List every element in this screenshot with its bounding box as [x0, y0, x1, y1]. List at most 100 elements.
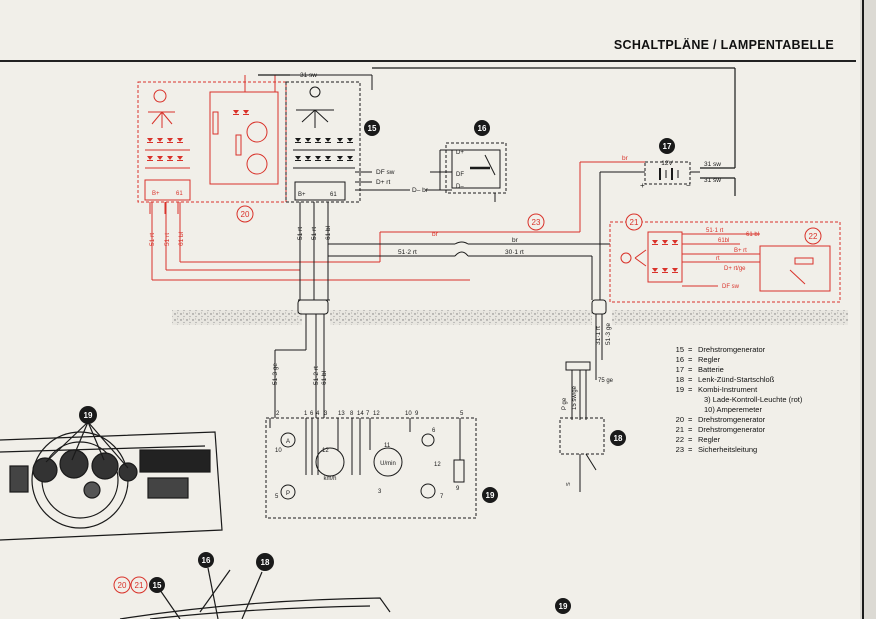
wire-label-301rt: 30·1 rt: [505, 249, 524, 256]
legend-subrow: 3) Lade-Kontroll-Leuchte (rot): [672, 395, 802, 405]
legend-eq: =: [688, 365, 693, 374]
battery-voltage: 12V: [661, 160, 673, 167]
kombi-pin: 10: [405, 411, 412, 417]
kombi-pin: 9: [415, 411, 419, 417]
kombi-pin: 5: [460, 411, 464, 417]
legend-num: 18: [675, 375, 684, 384]
callout-23: 23: [532, 218, 541, 227]
reg21-l2: 61bl: [718, 238, 729, 244]
wire-label-pge: P ge: [562, 397, 568, 410]
wire-label-513ge-b: 51·3 ge: [605, 323, 612, 345]
kombi-pin: 7: [366, 411, 370, 417]
reg21-l1: 51·1 rt: [706, 228, 724, 234]
binding-line: [862, 0, 864, 619]
kombi-g12b: 12: [434, 462, 441, 468]
callout-15: 15: [368, 124, 377, 133]
callout-20: 20: [241, 210, 250, 219]
kombi-g5: 5: [275, 494, 279, 500]
reg16-df: DF: [456, 172, 464, 178]
callout-18b: 18: [261, 558, 270, 567]
floor-band-right: [612, 310, 848, 325]
reg21-t1: 61 bl: [746, 232, 759, 238]
legend-num: 20: [675, 415, 684, 424]
callout-16b-circle: [198, 552, 214, 568]
callout-21: 21: [630, 218, 639, 227]
callout-15-circle: [364, 120, 380, 136]
kombi-pin: 14: [357, 411, 364, 417]
reg21-l6: DF sw: [722, 284, 740, 290]
wire-label-75ge: 75 ge: [598, 378, 614, 384]
wire-label-51rt-b: 51 rt: [164, 233, 171, 246]
wire-label-15swge: 15 sw/ge: [572, 385, 578, 410]
callout-15b: 15: [153, 581, 162, 590]
generator-21: [609, 221, 841, 303]
legend-eq: =: [688, 375, 693, 384]
wire-label-df-sw: DF sw: [376, 169, 395, 176]
callout-19c: 19: [559, 602, 568, 611]
callout-19c-circle: [555, 598, 571, 614]
callout-17: 17: [663, 142, 672, 151]
gen20-61-terminal: 61: [176, 191, 183, 197]
kombi-pin: 8: [350, 411, 354, 417]
engine-bay-illustration: [119, 567, 391, 619]
wire-label-51rt-a: 51 rt: [149, 233, 156, 246]
legend-text: Regler: [698, 435, 721, 444]
callout-16-circle: [474, 120, 490, 136]
legend-eq: =: [688, 435, 693, 444]
kombi-g7: 7: [440, 494, 444, 500]
ignition-lock-18: [559, 360, 605, 492]
callout-21b-circle: [130, 576, 148, 594]
legend-num: 19: [675, 385, 684, 394]
callout-22: 22: [809, 232, 818, 241]
kombi-g10: 10: [275, 448, 282, 454]
callout-19: 19: [486, 491, 495, 500]
header-rule: [0, 60, 856, 62]
kombi-g11: 11: [384, 443, 391, 449]
callout-21b: 21: [135, 581, 144, 590]
kombi-g6: 6: [432, 428, 436, 434]
gen15-61-terminal: 61: [330, 192, 337, 198]
legend-row: 20 = Drehstromgenerator: [672, 415, 802, 425]
callout-16b: 16: [202, 556, 211, 565]
legend-num: 23: [675, 445, 684, 454]
legend-row: 18 = Lenk-Zünd-Startschloß: [672, 375, 802, 385]
kombi-pin: 13: [338, 411, 345, 417]
wire-label-512rt-b: 51·2 rt: [313, 366, 320, 385]
legend-text: Drehstromgenerator: [698, 425, 766, 434]
legend-eq: =: [688, 355, 693, 364]
floor-band-left: [172, 310, 302, 325]
component-legend: 15=Drehstromgenerator 16=Regler 17=Batte…: [672, 345, 803, 455]
callout-17-circle: [659, 138, 675, 154]
legend-eq: =: [688, 445, 693, 454]
callout-18b-circle: [256, 553, 274, 571]
legend-text: 3) Lade-Kontroll-Leuchte (rot): [704, 395, 803, 404]
fuel-symbol: P: [286, 491, 290, 497]
legend-num: 15: [675, 345, 684, 354]
kombi-pin: 1: [304, 411, 308, 417]
kombi-pin: 4: [316, 411, 320, 417]
reg16-dm: D–: [456, 184, 464, 190]
wire-label-br-1: br: [622, 155, 629, 162]
floor-band-mid: [330, 310, 592, 325]
legend-eq: =: [688, 415, 693, 424]
callout-20b: 20: [118, 581, 127, 590]
kombi-g3: 3: [378, 489, 382, 495]
callout-15b-circle: [149, 577, 165, 593]
wire-label-31sw-top: 31 sw: [300, 72, 317, 79]
reg21-l4: rt: [716, 256, 720, 262]
wire-label-61bl-b: 61 bl: [325, 225, 332, 240]
legend-text: Drehstromgenerator: [698, 345, 766, 354]
legend-row: 17=Batterie: [672, 365, 802, 375]
legend-row: 21=Drehstromgenerator: [672, 425, 802, 435]
legend-text: Drehstromgenerator: [698, 415, 766, 424]
kombi-instrument-19: [265, 417, 477, 519]
wire-label-61bl-c: 61 bl: [321, 370, 328, 385]
safety-wire-23: [379, 161, 645, 262]
callout-19b: 19: [84, 411, 93, 420]
callout-19b-circle: [79, 406, 97, 424]
legend-text: Lenk-Zünd-Startschloß: [698, 375, 775, 384]
wire-label-31sw-b: 31 sw: [704, 177, 721, 184]
generator-15: [274, 74, 410, 418]
callout-20-circle: [236, 205, 254, 223]
kombi-pin: 6: [310, 411, 314, 417]
